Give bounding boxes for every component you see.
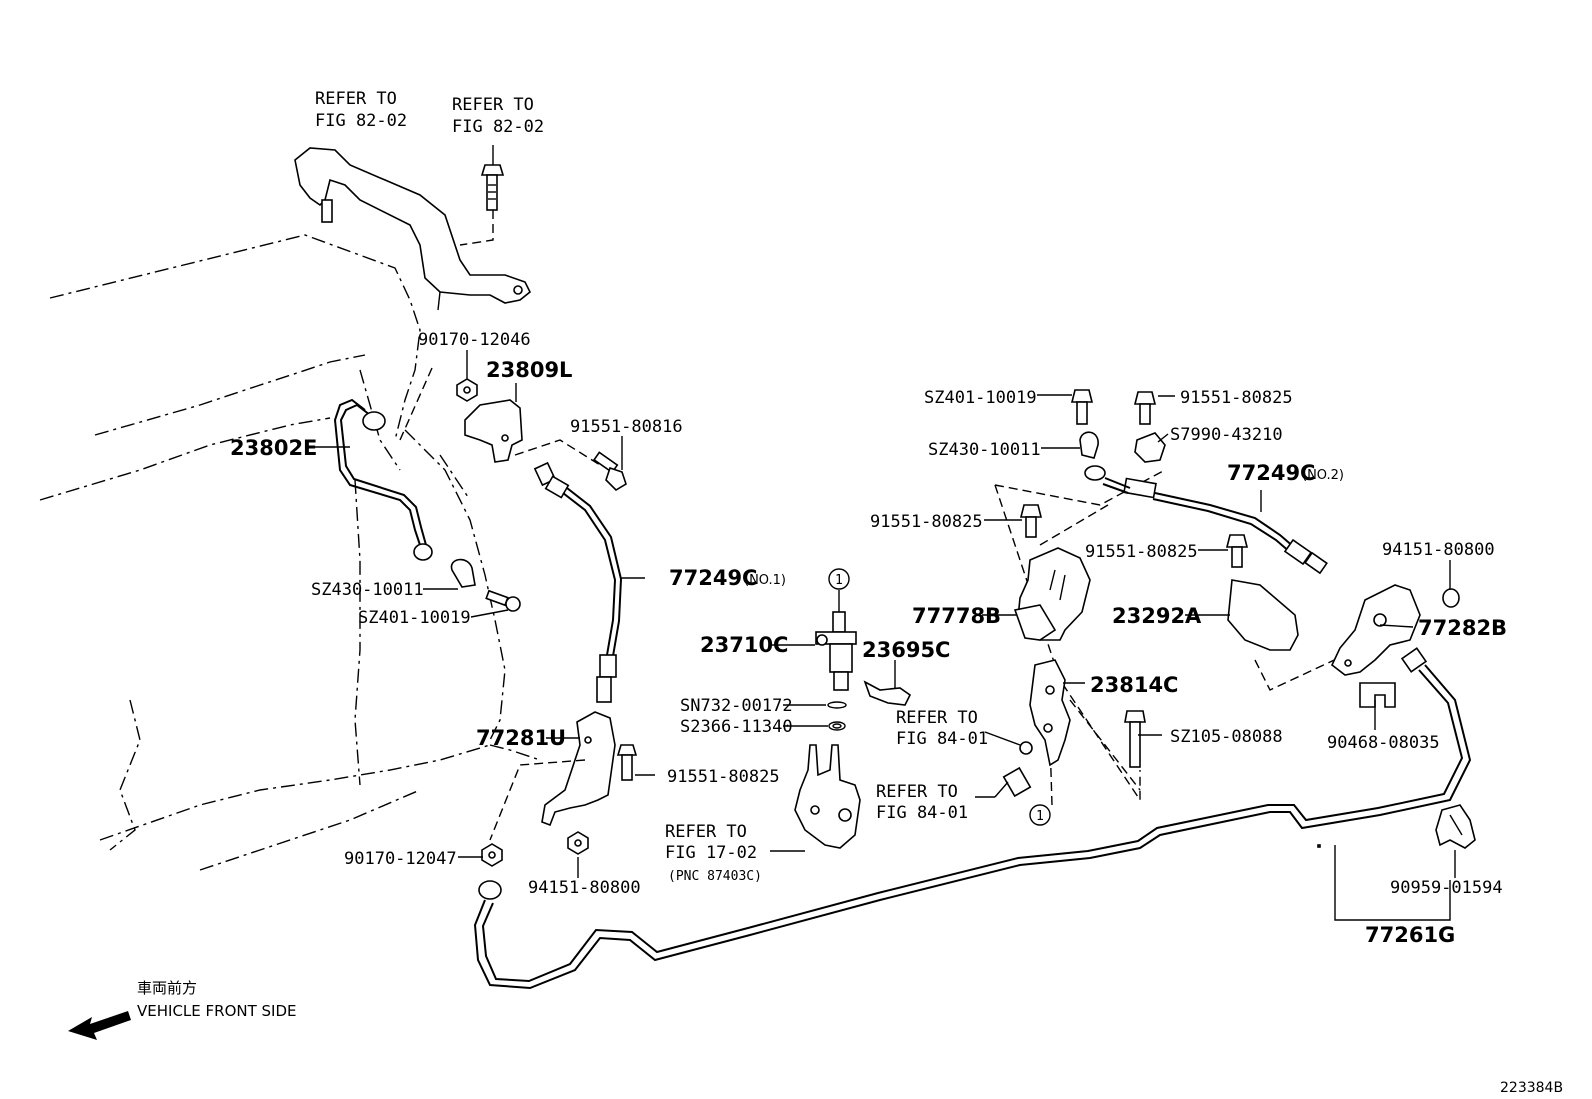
pipe-23802E — [333, 398, 433, 561]
svg-text:FIG 82-02: FIG 82-02 — [452, 117, 544, 137]
svg-text:REFER TO: REFER TO — [896, 708, 978, 728]
plate-23292A — [1227, 579, 1299, 651]
part-number-label: 77261G — [1365, 923, 1455, 947]
part-number-label: 23802E — [230, 436, 317, 460]
pipe-77261G — [473, 647, 1472, 990]
clip-icon — [1359, 682, 1396, 708]
svg-text:REFER TO: REFER TO — [876, 782, 958, 802]
label-refer-84-01-a: REFER TO FIG 84-01 — [896, 708, 988, 749]
bolt-icon — [1225, 534, 1249, 568]
svg-text:FIG 17-02: FIG 17-02 — [665, 843, 757, 863]
part-number-label: 90959-01594 — [1390, 878, 1503, 898]
part-number-label: 77281U — [476, 726, 566, 750]
part-number-label: 90468-08035 — [1327, 733, 1440, 753]
part-number-label: 23814C — [1090, 673, 1178, 697]
svg-text:(PNC 87403C): (PNC 87403C) — [668, 869, 762, 884]
label-77249C-no2: 77249C (NO.2) — [1227, 461, 1344, 485]
part-number-label: SZ105-08088 — [1170, 727, 1283, 747]
part-number-label: 91551-80825 — [870, 512, 983, 532]
label-refer-84-01-b: REFER TO FIG 84-01 — [876, 782, 968, 823]
label-refer-17-02: REFER TO FIG 17-02 (PNC 87403C) — [665, 822, 762, 884]
svg-text:1: 1 — [835, 573, 843, 588]
clip-23695C — [863, 680, 912, 706]
svg-text:FIG 84-01: FIG 84-01 — [896, 729, 988, 749]
part-number-label: 94151-80800 — [1382, 540, 1495, 560]
bolt-icon — [1070, 389, 1094, 425]
part-number-label: 91551-80825 — [667, 767, 780, 787]
part-number-label: 91551-80825 — [1085, 542, 1198, 562]
bracket-23809L — [464, 399, 523, 463]
part-number-label: 77778B — [912, 604, 1001, 628]
bracket-77778B — [1013, 547, 1091, 641]
part-number-label: 23710C — [700, 633, 788, 657]
part-number-label: 23292A — [1112, 604, 1202, 628]
pedal-bracket — [294, 147, 532, 311]
part-number-label: S2366-11340 — [680, 717, 793, 737]
label-77249C-no1: 77249C (NO.1) — [669, 566, 786, 590]
bolt-icon — [1124, 710, 1146, 768]
vehicle-front-arrow-icon — [68, 1011, 131, 1040]
part-number-label: SZ401-10019 — [924, 388, 1037, 408]
bolt-icon — [1019, 504, 1043, 538]
svg-text:FIG 84-01: FIG 84-01 — [876, 803, 968, 823]
part-number-label: SZ401-10019 — [358, 608, 471, 628]
clamp-icon — [1079, 431, 1099, 459]
part-number-label: SZ430-10011 — [928, 440, 1041, 460]
o-ring-icon — [828, 721, 846, 731]
part-number-label: 94151-80800 — [528, 878, 641, 898]
svg-text:1: 1 — [1036, 809, 1044, 824]
part-number-label: SN732-00172 — [680, 696, 793, 716]
svg-text:REFER TO: REFER TO — [452, 95, 534, 115]
bracket-23814C — [1029, 659, 1071, 767]
part-number-label: SZ430-10011 — [311, 580, 424, 600]
part-number-label: 90170-12046 — [418, 330, 531, 350]
leader-lines — [306, 350, 1456, 878]
nut-icon — [481, 843, 503, 867]
part-number-label: 90170-12047 — [344, 849, 457, 869]
bolt-icon — [459, 145, 505, 246]
bracket-77281U — [489, 711, 616, 841]
hose-77249C-no2 — [1084, 465, 1328, 575]
direction-label-en: VEHICLE FRONT SIDE — [137, 1002, 297, 1020]
svg-text:FIG 82-02: FIG 82-02 — [315, 111, 407, 131]
nut-icon — [456, 378, 478, 402]
clip-S7990 — [1134, 432, 1166, 463]
part-number-label: S7990-43210 — [1170, 425, 1283, 445]
switch-icon — [1002, 741, 1033, 798]
bracket-77282B — [1331, 584, 1421, 676]
callout-marker-1: 1 — [1029, 804, 1051, 826]
figure-id: 223384B — [1500, 1080, 1563, 1096]
bolt-icon — [616, 744, 638, 781]
svg-text:77249C: 77249C — [1227, 461, 1315, 485]
svg-text:REFER TO: REFER TO — [665, 822, 747, 842]
part-number-label: 91551-80816 — [570, 417, 683, 437]
bolt-icon — [593, 451, 627, 492]
svg-text:(NO.2): (NO.2) — [1302, 468, 1344, 483]
master-cylinder — [794, 744, 861, 849]
callout-marker-1: 1 — [828, 568, 850, 612]
nut-icon — [567, 831, 589, 855]
clamp-icon — [450, 558, 476, 588]
bolt-icon — [1133, 391, 1157, 425]
svg-text:REFER TO: REFER TO — [315, 89, 397, 109]
direction-label-jp: 車両前方 — [137, 979, 197, 997]
part-number-label: 91551-80825 — [1180, 388, 1293, 408]
label-refer-82-02-b: REFER TO FIG 82-02 — [452, 95, 544, 137]
part-number-label: 23695C — [862, 638, 950, 662]
o-ring-icon — [827, 701, 847, 709]
bolt-icon — [485, 589, 521, 612]
nut-icon — [1442, 588, 1460, 608]
svg-text:(NO.1): (NO.1) — [744, 573, 786, 588]
part-number-label: 23809L — [486, 358, 572, 382]
reservoir-fitting-23710C — [815, 611, 857, 691]
hose-77249C-no1 — [533, 461, 623, 703]
label-refer-82-02-a: REFER TO FIG 82-02 — [315, 89, 407, 131]
clip-icon — [1435, 804, 1476, 849]
svg-text:77249C: 77249C — [669, 566, 757, 590]
part-number-label: 77282B — [1418, 616, 1507, 640]
